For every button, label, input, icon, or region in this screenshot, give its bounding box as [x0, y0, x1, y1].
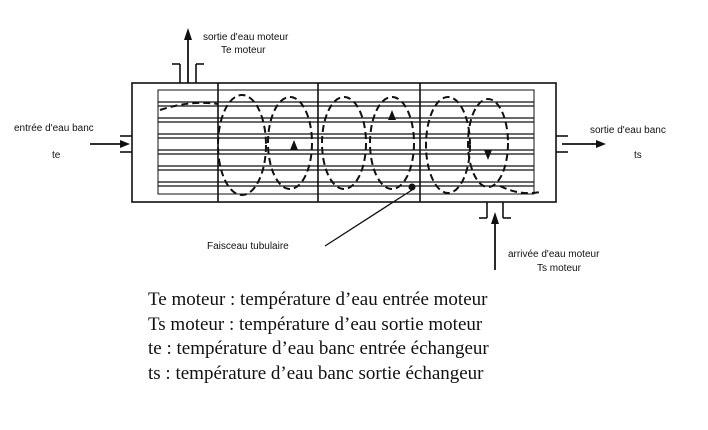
inner-shell: [157, 89, 535, 195]
flow-path: [159, 94, 541, 196]
tube-bundle-label: Faisceau tubulaire: [207, 241, 289, 252]
engine-outlet-label: sortie d'eau moteur: [203, 32, 289, 43]
exchanger-shell: [131, 82, 557, 203]
tube-bundle-leader: [324, 189, 413, 247]
bench-outlet-symbol: ts: [634, 150, 642, 161]
legend: Te moteur : température d’eau entrée mot…: [148, 288, 668, 386]
tube-bundle: [158, 101, 534, 187]
bench-inlet-label: entrée d'eau banc: [14, 123, 94, 134]
legend-line: Te moteur : température d’eau entrée mot…: [148, 289, 488, 310]
legend-line: Ts moteur : température d’eau sortie mot…: [148, 313, 483, 335]
engine-inlet-symbol: Ts moteur: [537, 263, 582, 274]
engine-outlet-symbol: Te moteur: [221, 45, 266, 56]
legend-line: ts : température d’eau banc sortie échan…: [148, 362, 484, 384]
tube-bundle-marker: [408, 183, 416, 191]
bench-outlet-label: sortie d'eau banc: [590, 125, 666, 136]
bench-inlet-symbol: te: [52, 150, 61, 161]
legend-line: te : température d’eau banc entrée échan…: [148, 338, 489, 359]
engine-inlet-label: arrivée d'eau moteur: [508, 249, 600, 260]
